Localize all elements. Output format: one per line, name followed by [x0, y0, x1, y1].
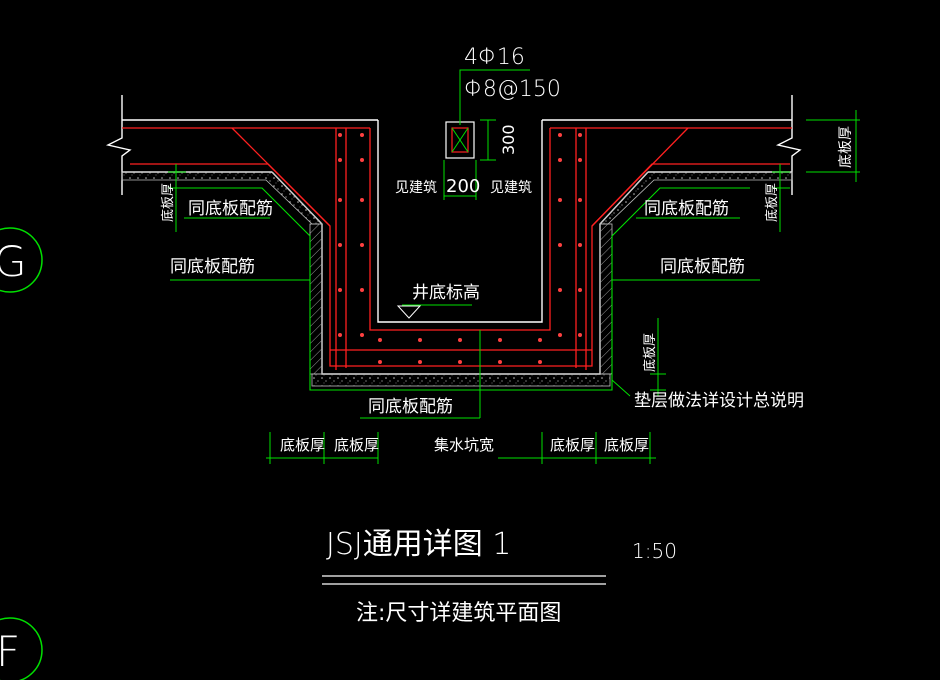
cushion-outline: [182, 187, 750, 391]
cushion-layer: [121, 171, 793, 387]
dim-item-2: 底板厚: [334, 436, 379, 454]
same-rebar-label-4: 同底板配筋: [660, 257, 745, 277]
grid-axis-f: F: [0, 617, 43, 680]
dim-item-5: 底板厚: [604, 436, 649, 454]
slab-dim-left: 底板厚: [160, 164, 186, 232]
same-rebar-label-2: 同底板配筋: [170, 257, 255, 277]
slab-thickness-right-label: 底板厚: [838, 126, 854, 168]
slab-thickness-left-label: 底板厚: [160, 183, 176, 222]
drawing-note: 注:尺寸详建筑平面图: [356, 601, 561, 626]
stirrups-label: Φ8@150: [464, 77, 561, 102]
same-rebar-label-3: 同底板配筋: [644, 199, 729, 219]
beam-section: [443, 69, 530, 200]
see-arch-right-label: 见建筑: [490, 180, 532, 196]
slab-dim-right2: 底板厚: [764, 164, 790, 232]
rebar-leaders: [170, 217, 760, 419]
same-rebar-label-5: 同底板配筋: [368, 397, 453, 417]
drawing-scale: 1:50: [632, 539, 677, 563]
height-300-label: 300: [499, 124, 518, 155]
see-arch-left-label: 见建筑: [395, 180, 437, 196]
slab-outline: [105, 95, 802, 375]
dim-item-3: 集水坑宽: [434, 436, 494, 454]
dimension-row: [266, 432, 656, 464]
dim-item-4: 底板厚: [550, 436, 595, 454]
width-200-label: 200: [446, 176, 480, 197]
same-rebar-label-1: 同底板配筋: [188, 199, 273, 219]
main-bars-label: 4Φ16: [464, 45, 525, 70]
slab-thickness-right2-label: 底板厚: [764, 183, 780, 222]
slab-dim-right: 底板厚: [806, 110, 860, 182]
pit-bottom-elevation-label: 井底标高: [412, 283, 480, 303]
slab-thickness-pit-label: 底板厚: [642, 333, 658, 372]
grid-axis-g: G: [0, 227, 43, 293]
elevation-marker: [396, 305, 422, 319]
dim-item-1: 底板厚: [280, 436, 325, 454]
rebar-dots: [338, 133, 582, 364]
rebar-lines: [122, 127, 792, 370]
grid-axis-g-label: G: [0, 237, 27, 286]
slab-dim-pit: 底板厚: [642, 318, 666, 396]
drawing-title: JSJ通用详图 1: [326, 527, 511, 562]
cushion-note-label: 垫层做法详设计总说明: [634, 391, 804, 411]
grid-axis-f-label: F: [0, 627, 20, 676]
